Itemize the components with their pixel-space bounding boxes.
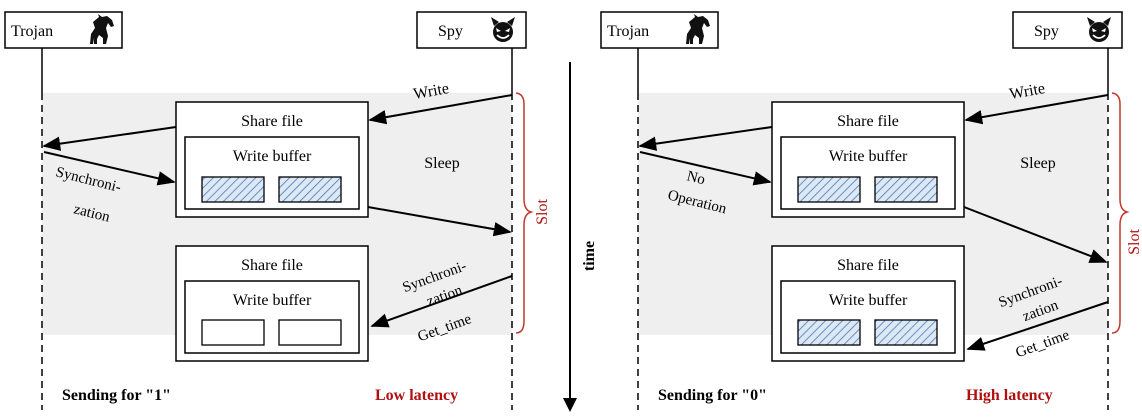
write-label: Write xyxy=(412,80,450,103)
share-file-top: Share file Write buffer xyxy=(175,101,369,218)
sleep-label: Sleep xyxy=(424,155,460,172)
share-file-title: Share file xyxy=(837,257,899,274)
flush-to-trojan-arrow xyxy=(42,126,177,151)
trojan-label: Trojan xyxy=(11,23,53,40)
horse-icon xyxy=(686,14,710,44)
share-file-title: Share file xyxy=(241,257,303,274)
sleep-end-arrow xyxy=(367,206,512,237)
slot-brace xyxy=(515,92,534,334)
spy-label: Spy xyxy=(438,23,463,40)
slot-brace xyxy=(1111,92,1130,334)
devil-face-icon xyxy=(491,17,515,42)
buffer-slot-dirty xyxy=(874,319,938,346)
write-arrow xyxy=(964,94,1109,125)
buffer-slot-empty xyxy=(278,319,342,346)
write-label: Write xyxy=(1008,80,1046,103)
trojan-header: Trojan xyxy=(4,11,123,49)
write-arrow xyxy=(368,94,513,125)
spy-header: Spy xyxy=(416,11,527,49)
slot-label: Slot xyxy=(534,199,551,225)
spy-header: Spy xyxy=(1012,11,1123,49)
devil-face-icon xyxy=(1087,17,1111,42)
spy-sync-arrow xyxy=(370,275,513,328)
sending-label: Sending for "1" xyxy=(62,387,171,404)
buffer-slot-dirty xyxy=(278,176,342,203)
trojan-header: Trojan xyxy=(600,11,719,49)
write-buffer-title: Write buffer xyxy=(233,148,312,165)
slot-label: Slot xyxy=(1126,229,1142,255)
trojan-label: Trojan xyxy=(607,23,649,40)
buffer-slot-empty xyxy=(201,319,265,346)
spy-label: Spy xyxy=(1034,23,1059,40)
buffer-slot-dirty xyxy=(797,176,861,203)
spy-sync-arrow xyxy=(966,301,1109,351)
share-file-title: Share file xyxy=(837,113,899,130)
horse-icon xyxy=(90,14,114,44)
trojan-action-arrow xyxy=(639,151,772,186)
trojan-action-arrow xyxy=(43,151,176,186)
time-label: time xyxy=(581,241,598,271)
flush-to-trojan-arrow xyxy=(638,126,773,151)
buffer-slot-dirty xyxy=(874,176,938,203)
panel-sending-0: Trojan Spy Share file Write bu xyxy=(600,11,1142,410)
share-file-bottom: Share file Write buffer xyxy=(175,245,369,362)
share-file-top: Share file Write buffer xyxy=(771,101,965,218)
sleep-label: Sleep xyxy=(1020,155,1056,172)
buffer-slot-dirty xyxy=(201,176,265,203)
time-axis: time xyxy=(563,62,598,412)
trojan-action-line1: No xyxy=(685,168,707,188)
write-buffer-title: Write buffer xyxy=(829,148,908,165)
buffer-slot-dirty xyxy=(797,319,861,346)
write-buffer-title: Write buffer xyxy=(829,292,908,309)
latency-label: Low latency xyxy=(375,387,458,404)
sending-label: Sending for "0" xyxy=(658,387,767,404)
write-buffer-title: Write buffer xyxy=(233,292,312,309)
share-file-title: Share file xyxy=(241,113,303,130)
share-file-bottom: Share file Write buffer xyxy=(771,245,965,362)
time-axis-arrowhead xyxy=(563,398,577,412)
panel-sending-1: Trojan Spy Share file Write bu xyxy=(4,11,551,410)
latency-label: High latency xyxy=(966,387,1053,404)
sleep-end-arrow xyxy=(963,206,1108,263)
